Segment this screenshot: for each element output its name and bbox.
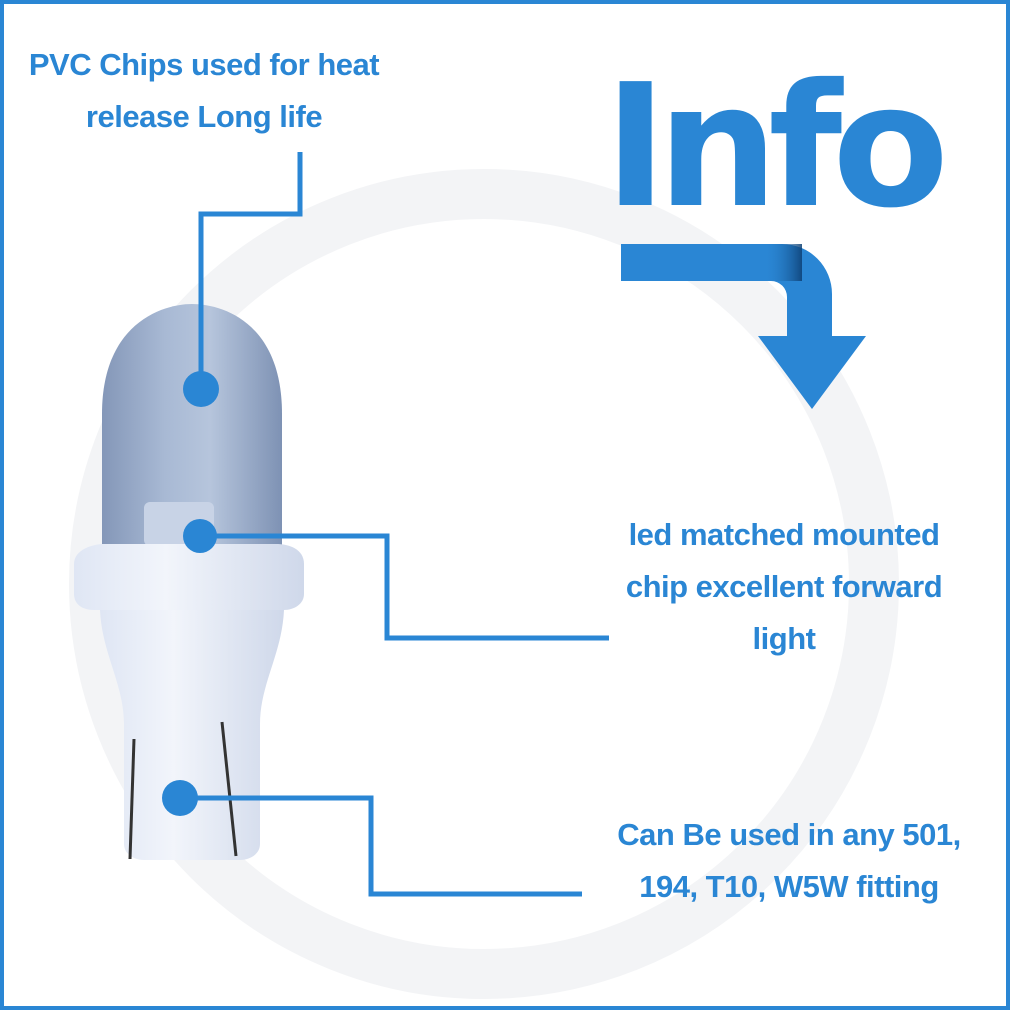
info-heading: Info — [604, 48, 949, 246]
leader-line-top — [198, 152, 303, 389]
callout-dot-middle — [183, 519, 217, 553]
bulb-glass-dome — [102, 304, 282, 552]
callout-dot-bottom — [162, 780, 198, 816]
bulb-collar — [74, 544, 304, 610]
callout-text-fitting: Can Be used in any 501, 194, T10, W5W fi… — [617, 817, 961, 904]
callout-dot-top — [183, 371, 219, 407]
leader-line-bottom — [180, 795, 582, 897]
bulb-wedge-base — [100, 610, 284, 860]
callout-text-led-chip: led matched mounted chip excellent forwa… — [625, 517, 943, 656]
wire-contact-right — [220, 721, 238, 857]
infographic-artwork — [69, 152, 899, 999]
leader-line-middle — [200, 533, 609, 641]
wire-contact-left — [128, 738, 136, 860]
callout-text-pvc-chips: PVC Chips used for heat release Long lif… — [28, 47, 380, 134]
bent-down-arrow-icon — [621, 244, 866, 409]
leader-lines — [180, 152, 609, 897]
